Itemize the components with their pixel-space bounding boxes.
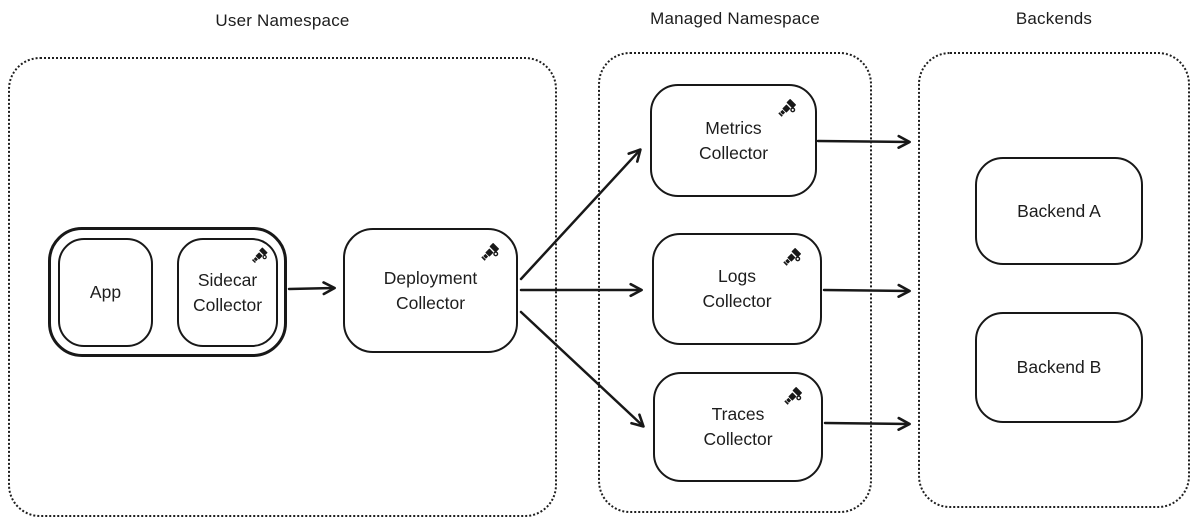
telescope-icon (250, 244, 271, 265)
node-traces-collector-label: Traces Collector (703, 404, 773, 449)
node-sidecar-collector-label: Sidecar Collector (192, 269, 263, 315)
node-backend-b: Backend B (975, 312, 1143, 423)
node-metrics-collector: Metrics Collector (650, 84, 817, 197)
edge-sidecar-to-deployment (287, 281, 336, 296)
node-app-label: App (89, 282, 122, 303)
node-metrics-collector-label: Metrics Collector (698, 117, 769, 163)
telescope-icon (479, 239, 503, 263)
managed-namespace-title: Managed Namespace (650, 9, 820, 28)
user-namespace-container (8, 57, 557, 517)
user-namespace-title: User Namespace (215, 11, 350, 30)
node-traces-collector: Traces Collector (653, 372, 823, 482)
edge-logs-to-backends (822, 283, 911, 298)
node-deployment-collector: Deployment Collector (343, 228, 518, 353)
edge-traces-to-backends (823, 416, 911, 431)
backends-container (918, 52, 1190, 508)
managed-namespace-container (598, 52, 872, 513)
node-backend-a-label: Backend A (1017, 200, 1101, 221)
backends-title: Backends (1015, 9, 1093, 28)
edge-metrics-to-backends (816, 134, 911, 149)
node-sidecar-collector: Sidecar Collector (177, 238, 278, 347)
edge-deployment-to-traces (519, 310, 645, 428)
node-logs-collector-label: Logs Collector (702, 266, 772, 311)
node-backend-b-label: Backend B (1016, 357, 1102, 378)
node-backend-a: Backend A (975, 157, 1143, 265)
node-app: App (58, 238, 153, 347)
node-logs-collector: Logs Collector (652, 233, 822, 345)
edge-deployment-to-metrics (519, 148, 642, 281)
node-deployment-collector-label: Deployment Collector (383, 267, 478, 313)
